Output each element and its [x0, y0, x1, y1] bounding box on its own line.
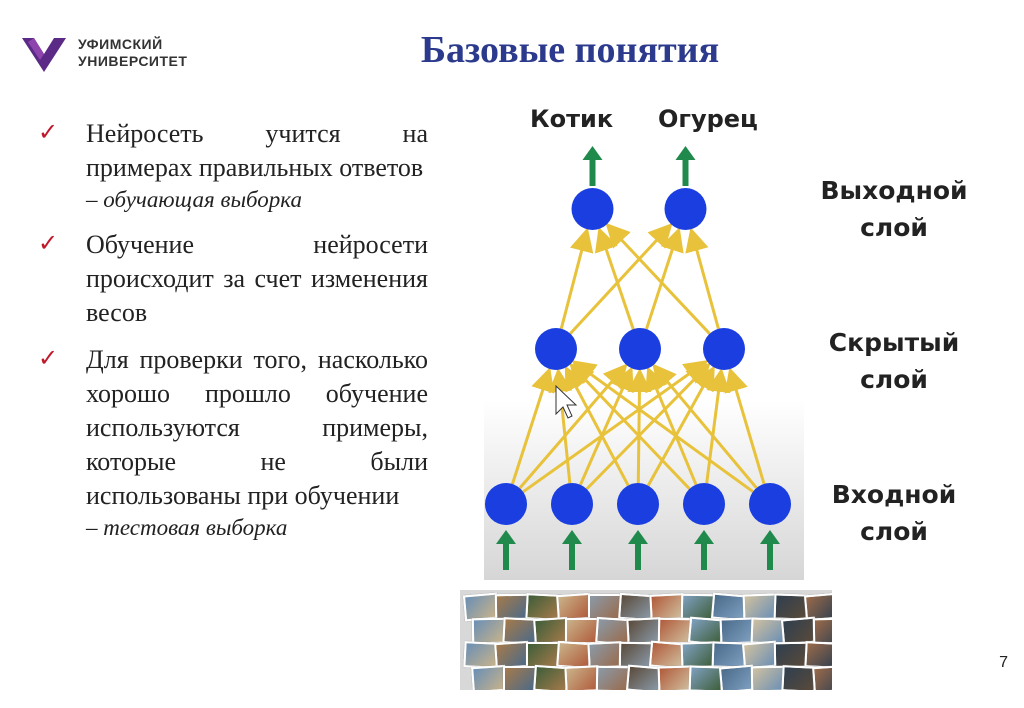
photo-thumbnail — [812, 664, 832, 690]
output-arrow-icon — [675, 146, 696, 186]
input-neuron — [485, 483, 527, 525]
logo-mark-icon — [22, 38, 66, 72]
connection-edge — [627, 367, 652, 484]
layer-label-output: Выходной слой — [804, 172, 984, 246]
connection-edge — [705, 367, 731, 484]
connection-edge — [585, 362, 711, 491]
input-arrow-icon — [694, 530, 714, 570]
image-dataset-collage — [460, 590, 832, 690]
bullet-subtext: – тестовая выборка — [86, 515, 288, 540]
connection-edge — [594, 226, 635, 330]
connection-edge — [571, 360, 754, 493]
connection-edge — [564, 365, 630, 487]
input-arrow-icon — [760, 530, 780, 570]
hidden-neuron — [703, 328, 745, 370]
photo-thumbnail — [494, 593, 530, 621]
bullet-subtext: – обучающая выборка — [86, 187, 302, 212]
photo-thumbnail — [526, 642, 560, 668]
input-arrow-icon — [496, 530, 516, 570]
output-label-cat: Котик — [530, 105, 614, 133]
input-arrow-icon — [628, 530, 648, 570]
photo-thumbnail — [595, 665, 631, 690]
bullet-item: ✓ Обучение нейросети происходит за счет … — [38, 228, 428, 330]
photo-thumbnail — [812, 617, 832, 645]
checkmark-icon: ✓ — [38, 344, 59, 372]
bullet-list: ✓ Нейросеть учится на примерах правильны… — [38, 117, 428, 556]
input-neuron — [551, 483, 593, 525]
photo-thumbnail — [773, 641, 809, 669]
input-arrow-icon — [562, 530, 582, 570]
output-label-cucumber: Огурец — [658, 105, 758, 133]
output-neuron — [571, 188, 614, 230]
mouse-cursor-icon — [555, 384, 578, 419]
connection-edge — [518, 363, 628, 490]
photo-thumbnail — [564, 665, 600, 690]
checkmark-icon: ✓ — [38, 118, 59, 146]
photo-thumbnail — [750, 665, 786, 690]
photo-thumbnail — [565, 618, 599, 644]
bullet-item: ✓ Для проверки того, насколько хорошо пр… — [38, 343, 428, 543]
bullet-item: ✓ Нейросеть учится на примерах правильны… — [38, 117, 428, 215]
checkmark-icon: ✓ — [38, 229, 59, 257]
photo-thumbnail — [680, 641, 716, 669]
layer-label-line: слой — [860, 213, 928, 242]
connection-edge — [605, 222, 711, 335]
photo-thumbnail — [503, 666, 537, 690]
layer-label-input: Входной слой — [804, 476, 984, 550]
hidden-neuron — [535, 328, 577, 370]
input-neuron — [749, 483, 791, 525]
connection-edge — [646, 365, 715, 487]
slide-title: Базовые понятия — [420, 29, 720, 71]
layer-label-hidden: Скрытый слой — [804, 324, 984, 398]
university-logo: УФИМСКИЙ УНИВЕРСИТЕТ — [20, 32, 230, 76]
output-arrow-icon — [582, 146, 603, 186]
layer-label-line: Выходной — [820, 176, 968, 205]
connection-edge — [569, 222, 673, 335]
logo-line-1: УФИМСКИЙ — [78, 36, 163, 52]
bullet-text: Нейросеть учится на примерах правильных … — [86, 119, 428, 182]
connection-edge — [724, 367, 766, 485]
photo-thumbnail — [588, 594, 622, 620]
photo-thumbnail — [657, 665, 693, 690]
photo-thumbnail — [718, 664, 756, 690]
page-number: 7 — [999, 654, 1008, 671]
connection-edge — [511, 367, 555, 485]
layer-label-line: Входной — [831, 480, 957, 509]
layer-label-line: слой — [860, 365, 928, 394]
output-neuron — [664, 188, 707, 230]
photo-thumbnail — [804, 641, 832, 669]
bullet-text: Обучение нейросети происходит за счет из… — [86, 230, 428, 327]
photo-thumbnail — [719, 617, 755, 645]
photo-thumbnail — [471, 664, 507, 690]
connection-edge — [685, 227, 720, 330]
logo-text: УФИМСКИЙ УНИВЕРСИТЕТ — [78, 36, 187, 70]
connection-edge — [579, 366, 634, 486]
layer-label-line: Скрытый — [828, 328, 960, 357]
layer-label-line: слой — [860, 517, 928, 546]
hidden-neuron — [619, 328, 661, 370]
photo-thumbnail — [742, 593, 778, 621]
connection-edge — [645, 227, 684, 330]
connection-edge — [569, 362, 691, 490]
input-neuron — [617, 483, 659, 525]
logo-line-2: УНИВЕРСИТЕТ — [78, 53, 188, 69]
connection-edge — [652, 363, 758, 489]
connection-edge — [645, 366, 698, 486]
photo-thumbnail — [471, 617, 507, 645]
input-neuron — [683, 483, 725, 525]
connection-edge — [559, 227, 594, 330]
bullet-text: Для проверки того, насколько хорошо прош… — [86, 345, 428, 510]
